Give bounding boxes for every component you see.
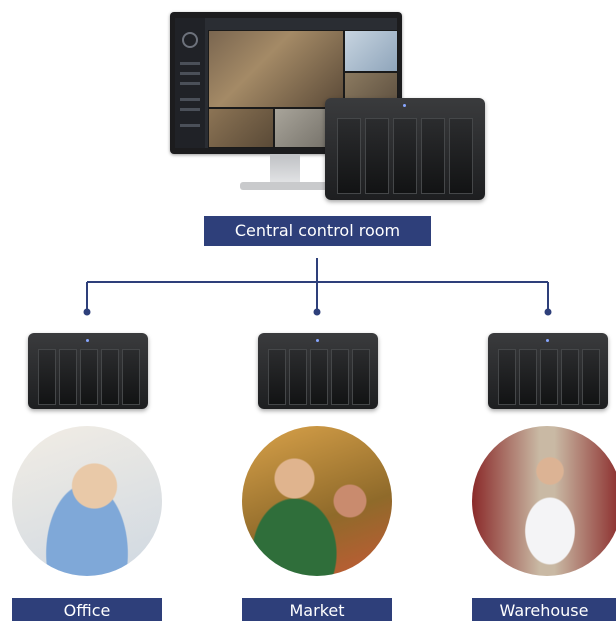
- sidebar-row: [180, 62, 200, 65]
- sidebar-row: [180, 72, 200, 75]
- camera-feed: [208, 108, 274, 148]
- nas-server-icon: [325, 98, 485, 200]
- sidebar-row: [180, 108, 200, 111]
- warehouse-worker-photo: [472, 426, 616, 576]
- office-worker-photo: [12, 426, 162, 576]
- nas-server-icon: [258, 333, 378, 409]
- warehouse-label: Warehouse: [472, 598, 616, 621]
- sidebar-row: [180, 124, 200, 127]
- office-label: Office: [12, 598, 162, 621]
- sidebar-row: [180, 98, 200, 101]
- central-control-room-label: Central control room: [204, 216, 431, 246]
- camera-feed: [344, 30, 398, 72]
- connector-node: [83, 308, 91, 316]
- control-sidebar: [175, 18, 205, 148]
- market-label: Market: [242, 598, 392, 621]
- connector-node: [544, 308, 552, 316]
- nas-server-icon: [28, 333, 148, 409]
- sidebar-row: [180, 82, 200, 85]
- monitor-base: [240, 182, 332, 190]
- camera-feed-main: [208, 30, 344, 108]
- ptz-dial-icon: [182, 32, 198, 48]
- connector-node: [313, 308, 321, 316]
- market-worker-photo: [242, 426, 392, 576]
- nas-server-icon: [488, 333, 608, 409]
- monitor-stand: [270, 154, 300, 184]
